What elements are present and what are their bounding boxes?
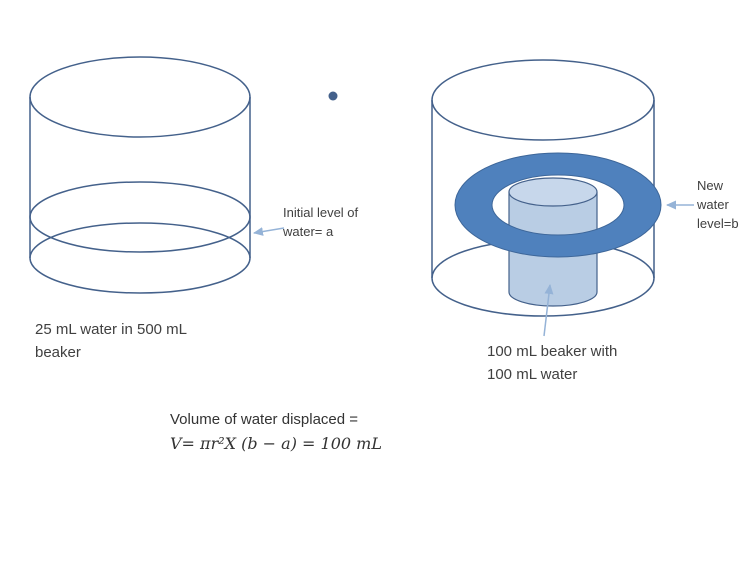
right-beaker-top-rim: [431, 59, 655, 141]
right-beaker-caption: 100 mL beaker with 100 mL water: [487, 340, 617, 386]
inner-beaker-top-rim: [508, 177, 598, 207]
new-level-label-line1: New: [697, 178, 724, 193]
displacement-formula: Volume of water displaced = V= πr²X (b −…: [170, 408, 382, 456]
water-ring: [454, 152, 662, 258]
right-beaker: [431, 59, 662, 317]
left-beaker-water-level-ellipse: [29, 181, 251, 253]
right-beaker-caption-line1: 100 mL beaker with: [487, 343, 618, 360]
formula-line2: V= πr²X (b − a) = 100 mL: [170, 434, 382, 453]
left-beaker-caption: 25 mL water in 500 mL beaker: [35, 318, 187, 364]
inner-beaker-arrow: [543, 284, 554, 337]
left-beaker-bottom: [29, 222, 251, 294]
formula-line1: Volume of water displaced =: [170, 411, 359, 428]
new-level-label-line3: level=b: [697, 216, 739, 231]
initial-level-label-line1: Initial level of: [283, 205, 359, 220]
left-beaker: [29, 56, 251, 294]
left-beaker-caption-line1: 25 mL water in 500 mL: [35, 321, 188, 338]
initial-level-arrow: [253, 227, 285, 236]
left-beaker-caption-line2: beaker: [35, 344, 81, 361]
left-beaker-top-rim: [29, 56, 251, 138]
new-level-label: New water level=b: [697, 176, 739, 233]
dot-marker: [328, 91, 338, 101]
initial-level-label: Initial level of water= a: [283, 203, 358, 241]
new-level-label-line2: water: [697, 197, 729, 212]
initial-level-label-line2: water= a: [283, 224, 334, 239]
right-beaker-caption-line2: 100 mL water: [487, 366, 578, 383]
